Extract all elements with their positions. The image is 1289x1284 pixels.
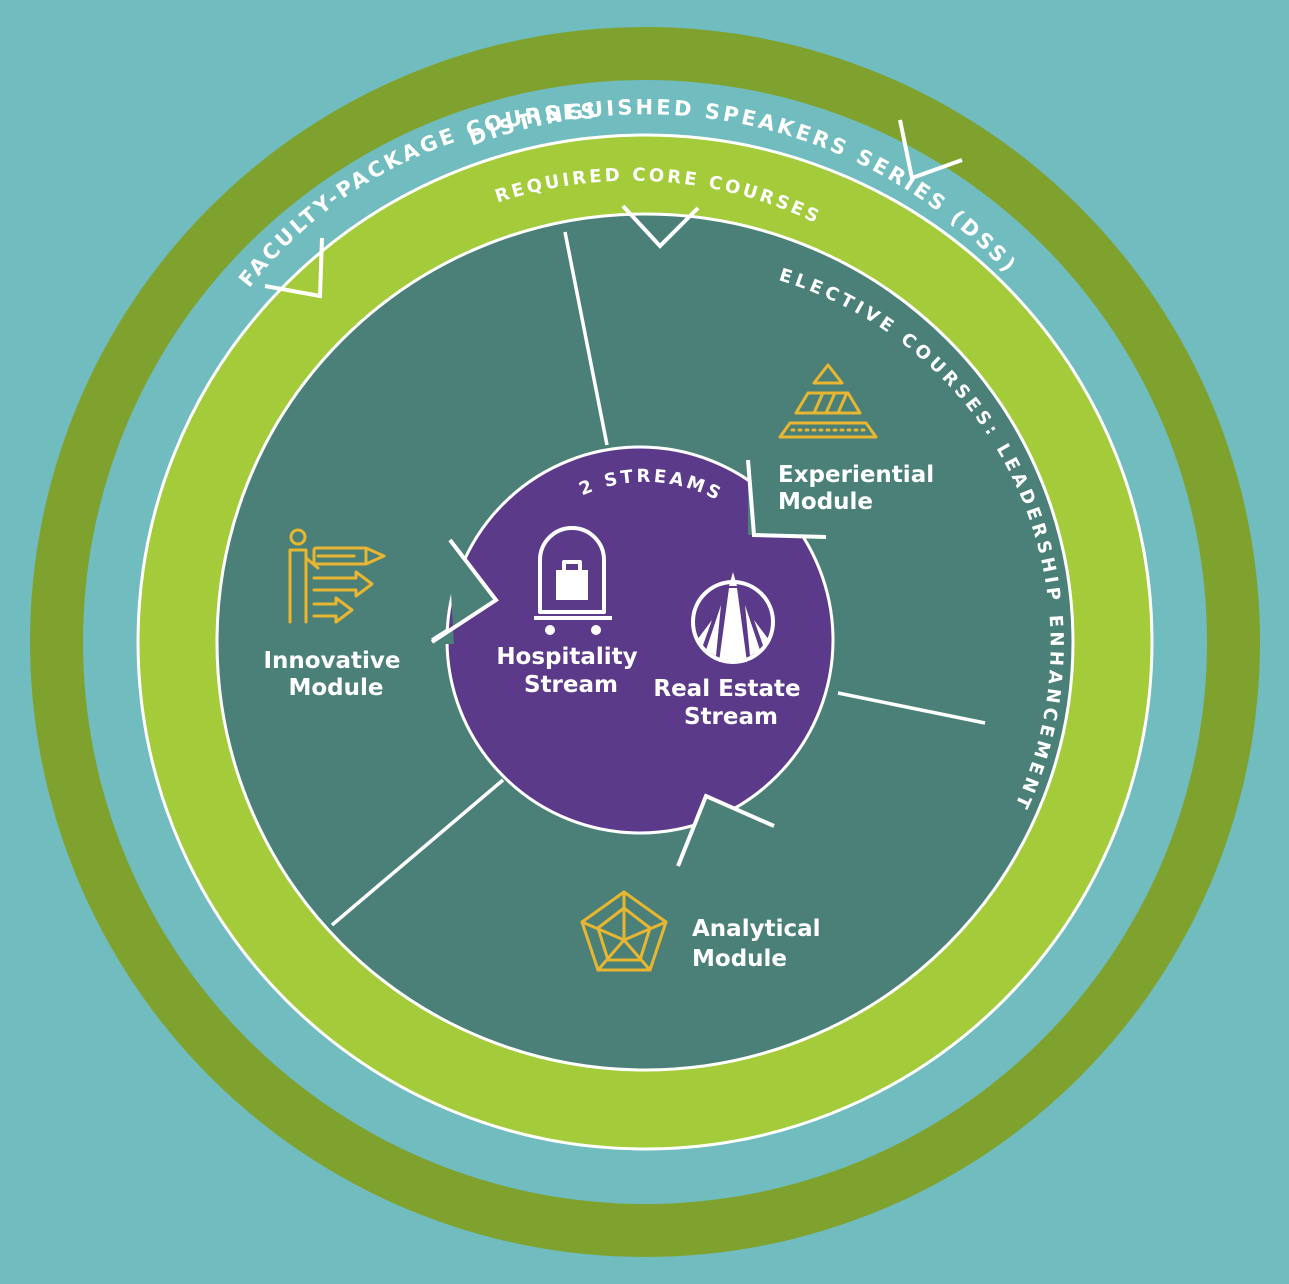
experiential-module-label: Experiential Module [778, 462, 942, 515]
radar-pentagon-icon [580, 890, 668, 972]
analytical-module-label: Analytical Module [692, 916, 829, 972]
core-ring-arrow [621, 204, 700, 249]
analytical-line1: Analytical [692, 916, 821, 942]
hospitality-stream-label: Hospitality Stream [496, 644, 645, 698]
analytical-line2: Module [692, 946, 787, 972]
innovative-module-label: Innovative Module [263, 648, 408, 701]
experiential-line2: Module [778, 489, 873, 515]
skyscraper-icon [691, 572, 775, 664]
streams-left-notch [430, 542, 496, 644]
divider-bottom-left [330, 778, 505, 927]
streams-bottom-notch [680, 795, 790, 870]
outer-ring-arrow [898, 119, 963, 181]
luggage-cart-icon [534, 526, 612, 635]
experiential-line1: Experiential [778, 462, 934, 488]
hospitality-line1: Hospitality [496, 644, 637, 670]
realestate-line1: Real Estate [653, 676, 800, 702]
innovative-line1: Innovative [263, 648, 400, 674]
streams-topright-notch-line [746, 459, 827, 539]
pyramid-icon [778, 363, 878, 439]
realestate-line2: Stream [684, 704, 778, 730]
divider-top [563, 231, 609, 446]
hospitality-line2: Stream [524, 672, 618, 698]
divider-right [837, 691, 986, 725]
realestate-stream-label: Real Estate Stream [653, 676, 808, 730]
presenter-arrows-icon [288, 528, 386, 624]
innovative-line2: Module [288, 675, 383, 701]
faculty-ring-arrow [264, 237, 324, 299]
streams-bottom-notch-line [676, 793, 775, 867]
streams-topright-notch [748, 462, 840, 535]
streams-left-notch-line [430, 538, 499, 644]
